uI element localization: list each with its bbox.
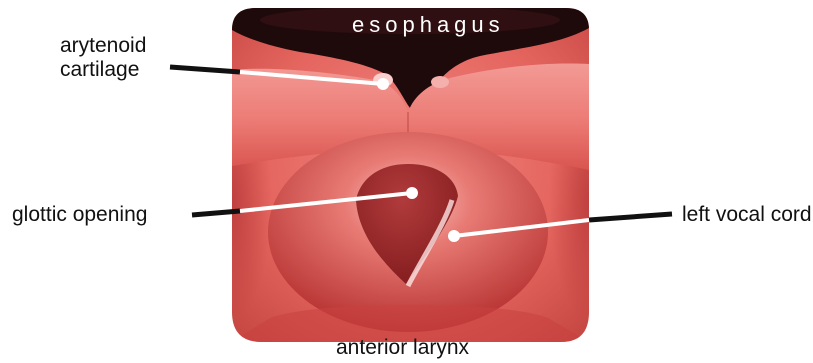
arytenoid-label-line1: arytenoid — [60, 34, 166, 58]
arytenoid-leader-line — [170, 67, 240, 72]
vocal-cord-pointer-dot — [448, 230, 460, 242]
arytenoid-cartilage-label: arytenoid cartilage — [60, 34, 166, 81]
glottic-pointer-dot — [406, 187, 418, 199]
anterior-larynx-label: anterior larynx — [336, 336, 469, 360]
esophagus-label: esophagus — [352, 12, 505, 38]
glottic-opening-label: glottic opening — [12, 203, 147, 227]
arytenoid-label-line2: cartilage — [60, 58, 166, 82]
left-vocal-cord-label: left vocal cord — [682, 203, 812, 227]
arytenoid-pointer-dot — [377, 78, 389, 90]
vocal-cord-leader-line — [589, 214, 672, 220]
